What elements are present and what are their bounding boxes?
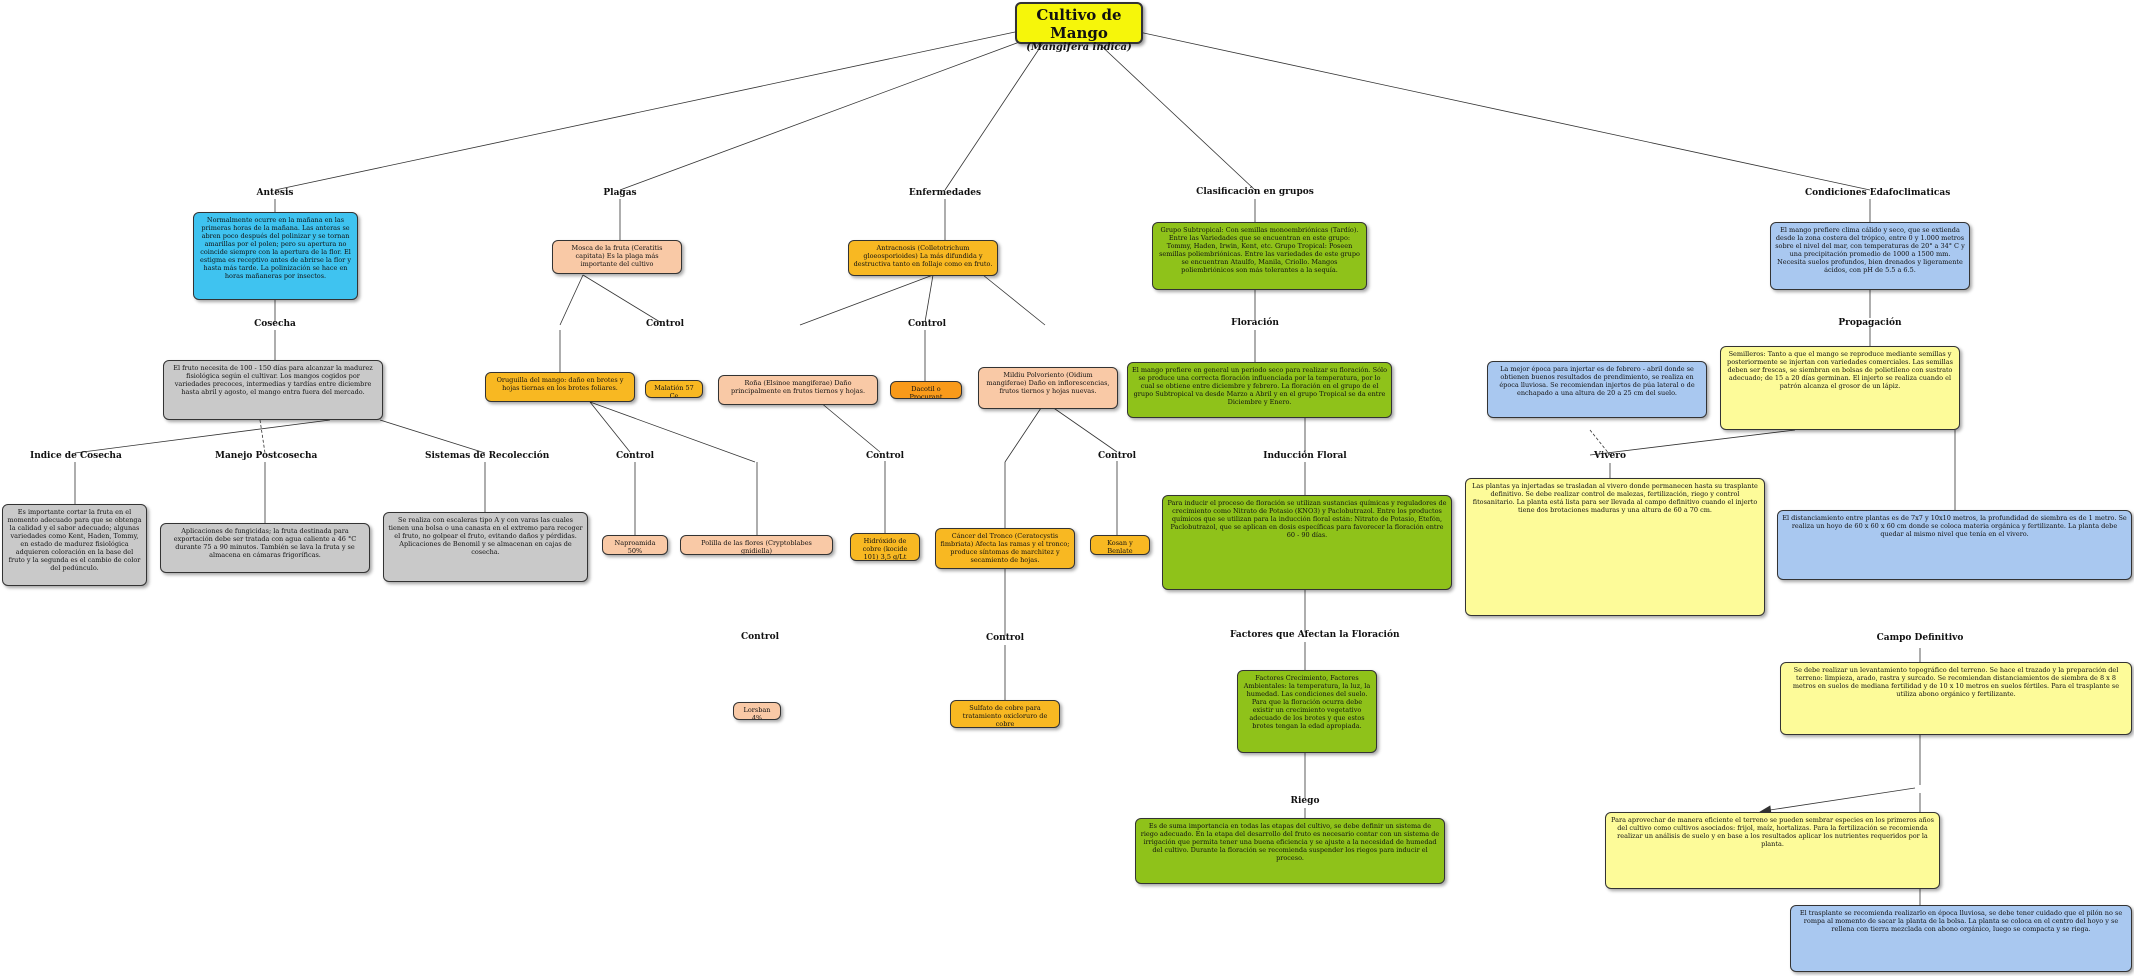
manejo-postcosecha-description: Aplicaciones de fungicidas; la fruta des… bbox=[160, 523, 370, 573]
clasificacion-grupos-description: Grupo Subtropical: Con semillas monoembr… bbox=[1152, 222, 1367, 290]
control-malation: Malatión 57 Ce bbox=[645, 380, 703, 398]
indice-cosecha-description: Es importante cortar la fruta en el mome… bbox=[2, 504, 147, 586]
cosecha-description: El fruto necesita de 100 - 150 días para… bbox=[163, 360, 383, 420]
branch-antesis: Antesis bbox=[256, 188, 294, 198]
control-kosan-benlate: Kosan y Benlate bbox=[1090, 535, 1150, 555]
branch-plagas: Plagas bbox=[603, 188, 637, 198]
trasplante-description: El trasplante se recomienda realizarlo e… bbox=[1790, 905, 2132, 972]
label-sistemas-recoleccion: Sistemas de Recolección bbox=[425, 451, 550, 461]
link-root-plagas bbox=[619, 39, 1026, 191]
control-naproamida: Naproamida 50% bbox=[602, 535, 668, 555]
label-control-enfermedades: Control bbox=[907, 319, 947, 329]
root-subtitle: (Mangifera indica) bbox=[1026, 42, 1132, 53]
branch-clasificacion: Clasificación en grupos bbox=[1196, 187, 1314, 197]
factores-floracion-description: Factores Crecimiento, Factores Ambiental… bbox=[1237, 670, 1377, 753]
label-control-polilla: Control bbox=[740, 632, 780, 642]
plaga-oruguilla: Oruguilla del mango: daño en brotes y ho… bbox=[485, 372, 635, 402]
sistemas-recoleccion-description: Se realiza con escaleras tipo A y con va… bbox=[383, 512, 588, 582]
link-root-antesis bbox=[274, 31, 1016, 191]
plaga-mosca-fruta: Mosca de la fruta (Ceratitis capitata) E… bbox=[552, 240, 682, 274]
label-campo-definitivo: Campo Definitivo bbox=[1876, 633, 1964, 643]
enfermedad-mildiu: Mildiu Polvoriento (Oidium mangiferae) D… bbox=[978, 367, 1118, 409]
label-indice-cosecha: Indice de Cosecha bbox=[30, 451, 122, 461]
label-cosecha: Cosecha bbox=[254, 319, 296, 329]
abono-asociados-description: Para aprovechar de manera eficiente el t… bbox=[1605, 812, 1940, 889]
branch-enfermedades: Enfermedades bbox=[908, 188, 982, 198]
condiciones-edafoclimaticas-description: El mango prefiere clima cálido y seco, q… bbox=[1770, 222, 1970, 290]
antesis-description: Normalmente ocurre en la mañana en las p… bbox=[193, 212, 358, 300]
control-lorsban: Lorsban 4% bbox=[733, 702, 781, 720]
vivero-description: Las plantas ya injertadas se trasladan a… bbox=[1465, 478, 1765, 616]
enfermedad-cancer-tronco: Cáncer del Tronco (Ceratocystis fimbriat… bbox=[935, 528, 1075, 569]
distanciamiento-description: El distanciamiento entre plantas es de 7… bbox=[1777, 510, 2132, 580]
floracion-description: El mango prefiere en general un periodo … bbox=[1127, 362, 1392, 418]
label-manejo-postcosecha: Manejo Postcosecha bbox=[215, 451, 318, 461]
control-sulfato-cobre: Sulfato de cobre para tratamiento oxiclo… bbox=[950, 700, 1060, 728]
link-root-enfermedades bbox=[944, 39, 1046, 191]
label-control-oruguilla: Control bbox=[615, 451, 655, 461]
control-dacotil: Dacotil o Procurant bbox=[890, 381, 962, 399]
link-root-condiciones bbox=[1138, 31, 1871, 191]
induccion-floral-description: Para inducir el proceso de floración se … bbox=[1162, 495, 1452, 590]
propagacion-semilleros: Semilleros: Tanto a que el mango se repr… bbox=[1720, 346, 1960, 430]
root-title: Cultivo de Mango bbox=[1036, 6, 1122, 42]
label-control-plagas: Control bbox=[645, 319, 685, 329]
root-title-node: Cultivo de Mango (Mangifera indica) bbox=[1015, 2, 1143, 53]
label-induccion-floral: Inducción Floral bbox=[1263, 451, 1347, 461]
label-factores-floracion: Factores que Afectan la Floración bbox=[1230, 630, 1400, 640]
label-control-cancer: Control bbox=[985, 633, 1025, 643]
label-riego: Riego bbox=[1290, 796, 1320, 806]
link-root-clasificacion bbox=[1094, 39, 1256, 191]
enfermedad-rona: Roña (Elsinoe mangiferae) Daño principal… bbox=[718, 375, 878, 405]
riego-description: Es de suma importancia en todas las etap… bbox=[1135, 818, 1445, 884]
enfermedad-antracnosis: Antracnosis (Colletotrichum gloeosporioi… bbox=[848, 240, 998, 276]
branch-condiciones: Condiciones Edafoclimaticas bbox=[1805, 188, 1951, 198]
label-control-mildiu: Control bbox=[1097, 451, 1137, 461]
plaga-polilla-flores: Polilla de las flores (Cryptoblabes gnid… bbox=[680, 535, 833, 555]
campo-definitivo-description: Se debe realizar un levantamiento topogr… bbox=[1780, 662, 2132, 735]
label-control-rona: Control bbox=[865, 451, 905, 461]
control-hidroxido-cobre: Hidróxido de cobre (kocide 101) 3,5 g/Lt bbox=[850, 533, 920, 561]
label-vivero: Vivero bbox=[1594, 451, 1626, 461]
label-floracion: Floración bbox=[1231, 318, 1279, 328]
mejor-epoca-injerto: La mejor época para injertar es de febre… bbox=[1487, 361, 1707, 418]
label-propagacion: Propagación bbox=[1838, 318, 1902, 328]
